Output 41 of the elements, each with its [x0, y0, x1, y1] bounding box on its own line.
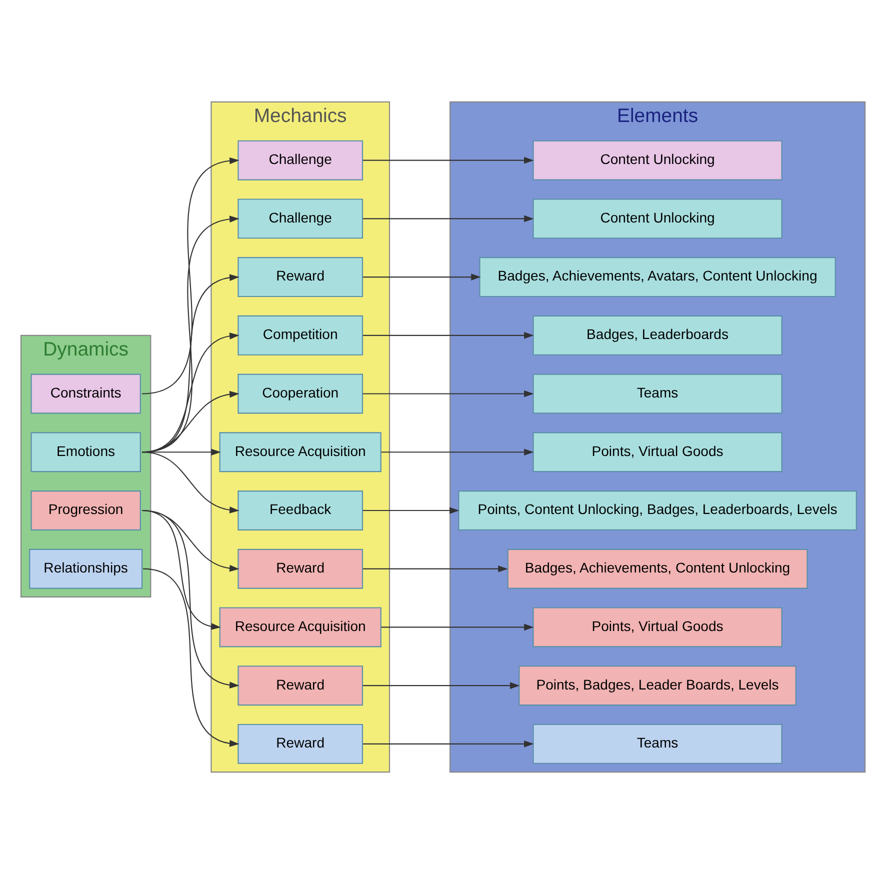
node-box: Constraints [30, 373, 141, 414]
node-box: Competition [238, 314, 364, 355]
arrow [363, 682, 520, 688]
arrow [363, 506, 460, 514]
node-box: Reward [238, 665, 364, 706]
node-box: Teams [532, 373, 782, 414]
node-box: Reward [238, 723, 364, 764]
node-box: Progression [30, 490, 141, 530]
node-box: Teams [532, 723, 782, 764]
arrow [363, 390, 534, 397]
node-box: Feedback [238, 490, 364, 530]
arrow [381, 623, 534, 630]
arrow [143, 568, 240, 746]
arrow [142, 156, 240, 394]
node-box: Relationships [29, 548, 143, 588]
node-box: Content Unlocking [532, 198, 782, 238]
arrow [363, 740, 534, 747]
node-box: Points, Virtual Goods [532, 432, 782, 472]
node-box: Emotions [30, 432, 141, 472]
arrow [363, 273, 481, 280]
arrow [142, 509, 240, 688]
arrow [142, 451, 240, 513]
node-box: Badges, Achievements, Content Unlocking [507, 548, 808, 588]
arrow [363, 156, 534, 164]
node-box: Resource Acquisition [219, 606, 382, 647]
arrow [363, 214, 534, 222]
node-box: Challenge [238, 198, 364, 238]
node-box: Reward [238, 548, 364, 588]
node-box: Points, Content Unlocking, Badges, Leaderboards, Levels [458, 490, 857, 530]
node-box: Points, Badges, Leader Boards, Levels [518, 665, 796, 706]
node-box: Points, Virtual Goods [532, 606, 782, 647]
node-box: Reward [238, 256, 364, 297]
node-box: Cooperation [238, 373, 364, 414]
node-box: Badges, Leaderboards [532, 314, 782, 355]
arrow [363, 332, 534, 338]
arrow [381, 448, 534, 456]
node-box: Badges, Achievements, Avatars, Content Unlocking [479, 256, 836, 297]
node-box: Resource Acquisition [219, 432, 382, 472]
arrow [363, 564, 508, 572]
node-box: Challenge [238, 140, 364, 180]
node-box: Content Unlocking [532, 140, 782, 180]
